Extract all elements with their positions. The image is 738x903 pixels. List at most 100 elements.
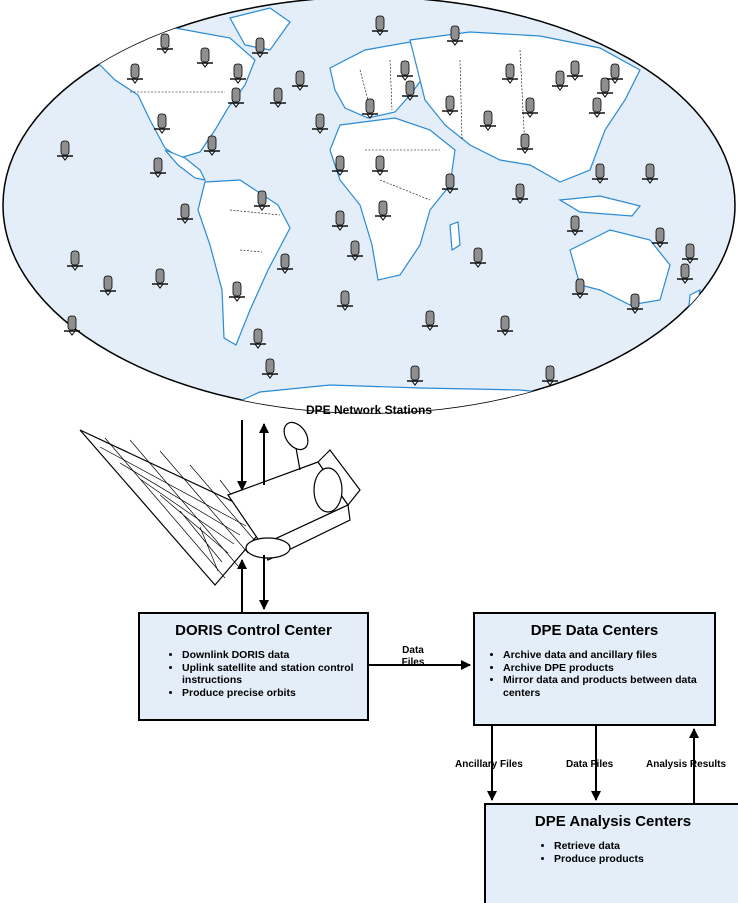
list-item: Uplink satellite and station control ins… [182,662,367,687]
station-marker [362,98,378,119]
connector-arrows [237,420,699,803]
station-marker [567,215,583,236]
land-central-america [164,149,207,181]
antenna-dish-top [283,421,309,451]
station-marker [552,70,568,91]
station-marker [442,173,458,194]
world-map [2,0,736,414]
analysis-results-label: Analysis Results [646,759,727,770]
data-centers-title: DPE Data Centers [530,622,659,639]
station-marker [592,163,608,184]
station-marker [332,210,348,231]
land-asia [409,31,641,183]
station-marker [607,63,623,84]
control-center-box: DORIS Control Center Downlink DORIS data… [138,612,369,721]
satellite-base-disc [245,537,291,559]
station-marker [347,240,363,261]
station-marker [277,253,293,274]
station-marker [677,263,693,284]
station-marker [152,268,168,289]
station-marker [372,15,388,36]
control-center-list: Downlink DORIS data Uplink satellite and… [140,649,367,699]
station-marker [502,63,518,84]
station-marker [397,60,413,81]
station-marker [100,275,116,296]
station-marker [682,243,698,264]
station-marker [447,25,463,46]
list-item: Mirror data and products between data ce… [503,674,714,699]
data-centers-box: DPE Data Centers Archive data and ancill… [473,612,716,726]
station-markers [57,15,698,386]
station-marker [250,328,266,349]
station-marker [177,203,193,224]
station-marker [154,113,170,134]
station-marker [627,293,643,314]
station-marker [522,97,538,118]
station-marker [270,87,286,108]
satellite-antenna-side [313,467,343,513]
data-files-text: Data Files [401,645,425,668]
station-marker [197,47,213,68]
station-marker [567,60,583,81]
station-marker [402,80,418,101]
station-marker [442,95,458,116]
station-marker [57,140,73,161]
data-files-label-2: Data Files [566,759,614,770]
land-europe [329,41,426,119]
station-marker [228,87,244,108]
station-marker [332,155,348,176]
station-marker [480,110,496,131]
analysis-centers-list: Retrieve data Produce products [486,840,738,865]
station-marker [127,63,143,84]
satellite [79,421,361,586]
land-africa [329,117,456,281]
station-marker [230,63,246,84]
land-south-america [197,179,291,346]
solar-panel-grid [99,437,263,579]
station-marker [64,315,80,336]
station-marker [407,365,423,386]
station-marker [375,200,391,221]
station-marker [337,290,353,311]
list-item: Produce precise orbits [182,687,367,700]
station-marker [597,77,613,98]
station-marker [517,133,533,154]
land-madagascar [449,221,461,252]
station-marker [652,227,668,248]
station-marker [512,183,528,204]
station-marker [589,97,605,118]
ancillary-files-label: Ancillary Files [455,759,523,770]
station-marker [470,247,486,268]
station-marker [372,155,388,176]
station-marker [497,315,513,336]
data-centers-list: Archive data and ancillary files Archive… [475,649,714,699]
station-marker [252,37,268,58]
station-marker [157,33,173,54]
station-marker [422,310,438,331]
analysis-centers-box: DPE Analysis Centers Retrieve data Produ… [484,803,738,903]
list-item: Archive DPE products [503,662,714,675]
control-center-title: DORIS Control Center [175,622,332,639]
station-marker [312,113,328,134]
country-borders [130,49,526,253]
station-marker [204,135,220,156]
station-marker [229,281,245,302]
land-greenland [229,7,291,51]
land-indonesia [558,195,642,217]
station-marker [572,278,588,299]
station-marker [292,70,308,91]
station-marker [542,365,558,386]
list-item: Downlink DORIS data [182,649,367,662]
list-item: Archive data and ancillary files [503,649,714,662]
land-australia [569,229,671,306]
station-marker [642,163,658,184]
station-marker [150,157,166,178]
list-item: Retrieve data [554,840,738,853]
station-marker [67,250,83,271]
map-title: DPE Network Stations [305,403,433,417]
data-files-label: Data Files [396,645,430,669]
station-marker [262,358,278,379]
analysis-centers-title: DPE Analysis Centers [534,813,692,830]
list-item: Produce products [554,853,738,866]
land-north-america [94,27,256,159]
